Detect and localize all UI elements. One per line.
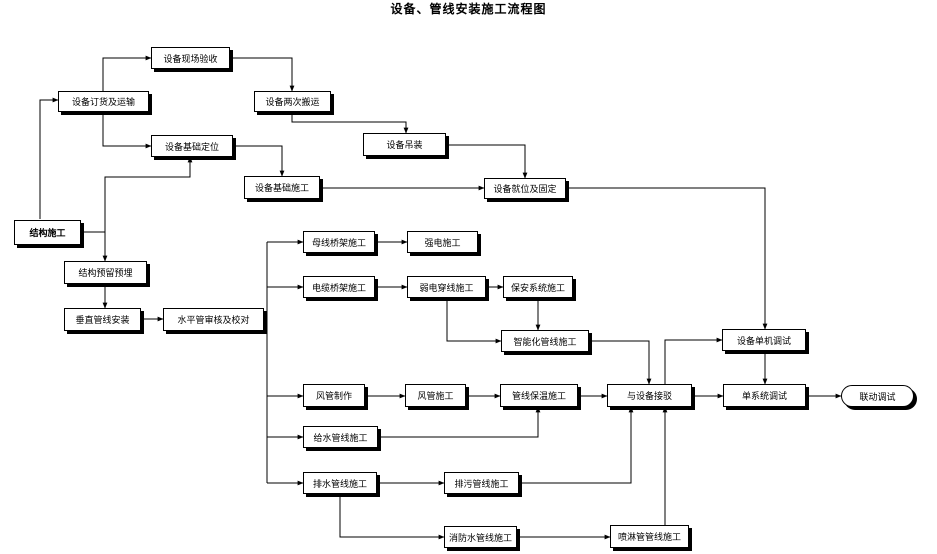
edge-hoisting-placement bbox=[446, 144, 528, 179]
node-horizontal-check: 水平管审核及校对 bbox=[163, 308, 264, 331]
edge-secondary-move-hoisting bbox=[291, 110, 409, 134]
node-unit-debug: 设备单机调试 bbox=[722, 329, 806, 351]
node-vertical-pipe: 垂直管线安装 bbox=[64, 308, 141, 331]
edge-ordering-acceptance bbox=[102, 55, 152, 91]
node-hoisting: 设备吊装 bbox=[363, 133, 446, 156]
node-connect: 与设备接驳 bbox=[607, 384, 692, 407]
edge-structure-ordering bbox=[39, 97, 59, 219]
edge-structure-foundation-pos bbox=[104, 156, 193, 232]
node-smart-pipe: 智能化管线施工 bbox=[501, 330, 589, 352]
node-duct-install: 风管施工 bbox=[405, 384, 466, 407]
edge-ordering-foundation-pos bbox=[102, 110, 152, 149]
node-secondary-move: 设备两次搬运 bbox=[254, 91, 331, 112]
node-system-debug: 单系统调试 bbox=[723, 384, 806, 407]
node-strong-elec: 强电施工 bbox=[407, 231, 478, 253]
edge-smart-connect bbox=[589, 340, 652, 385]
node-insulation: 管线保温施工 bbox=[500, 384, 578, 407]
node-foundation-const: 设备基础施工 bbox=[244, 176, 320, 199]
node-drainage: 排水管线施工 bbox=[303, 472, 377, 494]
node-duct-make: 风管制作 bbox=[303, 384, 365, 407]
node-busway-tray: 母线桥架施工 bbox=[303, 231, 375, 253]
node-acceptance: 设备现场验收 bbox=[151, 47, 230, 69]
node-joint-debug: 联动调试 bbox=[841, 385, 914, 407]
page-title: 设备、管线安装施工流程图 bbox=[390, 2, 547, 16]
node-placement: 设备就位及固定 bbox=[484, 178, 566, 199]
node-cable-tray: 电缆桥架施工 bbox=[303, 276, 375, 298]
edge-placement-unit-debug bbox=[566, 187, 768, 330]
edge-drainage-fire bbox=[339, 494, 445, 540]
node-water-supply: 给水管线施工 bbox=[303, 426, 378, 448]
node-sprinkler: 喷淋管管线施工 bbox=[610, 525, 689, 548]
node-foundation-pos: 设备基础定位 bbox=[151, 135, 233, 157]
node-structure: 结构施工 bbox=[14, 220, 81, 245]
edge-structure-preembed bbox=[81, 231, 108, 262]
node-security: 保安系统施工 bbox=[503, 276, 573, 298]
node-preembed: 结构预留预埋 bbox=[64, 261, 147, 284]
edge-acceptance-secondary-move bbox=[230, 57, 295, 92]
node-weak-wiring: 弱电穿线施工 bbox=[407, 276, 486, 298]
edge-foundation-pos-const bbox=[233, 145, 285, 177]
node-fire-water: 消防水管线施工 bbox=[444, 526, 517, 548]
node-sewage: 排污管线施工 bbox=[444, 472, 519, 494]
edge-connect-unit-debug bbox=[664, 337, 723, 384]
node-ordering: 设备订货及运输 bbox=[58, 91, 149, 112]
edge-water-insulation bbox=[378, 406, 541, 438]
edge-weak-smart bbox=[446, 298, 502, 344]
edge-sewage-connect bbox=[519, 406, 634, 484]
